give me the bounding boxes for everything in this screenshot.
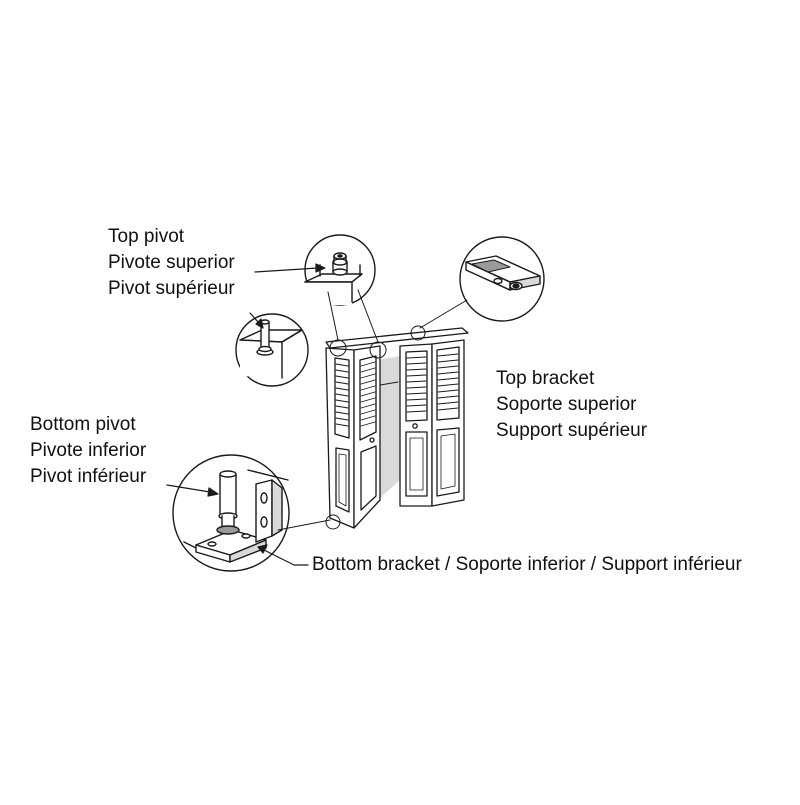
top-bracket-label: Top bracket Soporte superior Support sup… <box>496 366 647 444</box>
bottom-pivot-label-fr: Pivot inférieur <box>30 466 147 487</box>
top-pivot-label-fr: Pivot supérieur <box>108 278 235 299</box>
bottom-pivot-label: Bottom pivot Pivote inferior Pivot infér… <box>30 412 146 490</box>
top-bracket-label-en: Top bracket <box>496 368 595 389</box>
right-door-left-panel <box>399 343 433 507</box>
top-pivot-leaders <box>249 263 379 343</box>
bottom-pivot-label-en: Bottom pivot <box>30 414 136 435</box>
top-bracket-label-fr: Support supérieur <box>496 420 648 441</box>
bottom-bracket-label: Bottom bracket / Soporte inferior / Supp… <box>312 554 742 575</box>
left-door-front-panel <box>325 347 355 529</box>
top-pivot-label-en: Top pivot <box>108 226 185 247</box>
bottom-pivot-detail <box>172 454 290 572</box>
top-pivot-detail-upper <box>304 234 376 306</box>
top-pivot-label: Top pivot Pivote superior Pivot supérieu… <box>108 224 235 302</box>
top-pivot-label-es: Pivote superior <box>108 252 235 273</box>
bottom-leaders <box>166 484 331 566</box>
bifold-door-assembly <box>325 325 469 530</box>
right-door-right-panel <box>431 339 465 507</box>
top-pivot-detail-lower <box>235 313 309 387</box>
top-bracket-detail <box>419 236 545 329</box>
bottom-pivot-label-es: Pivote inferior <box>30 440 147 461</box>
top-bracket-label-es: Soporte superior <box>496 394 637 415</box>
left-door-rear-panel <box>353 345 381 529</box>
